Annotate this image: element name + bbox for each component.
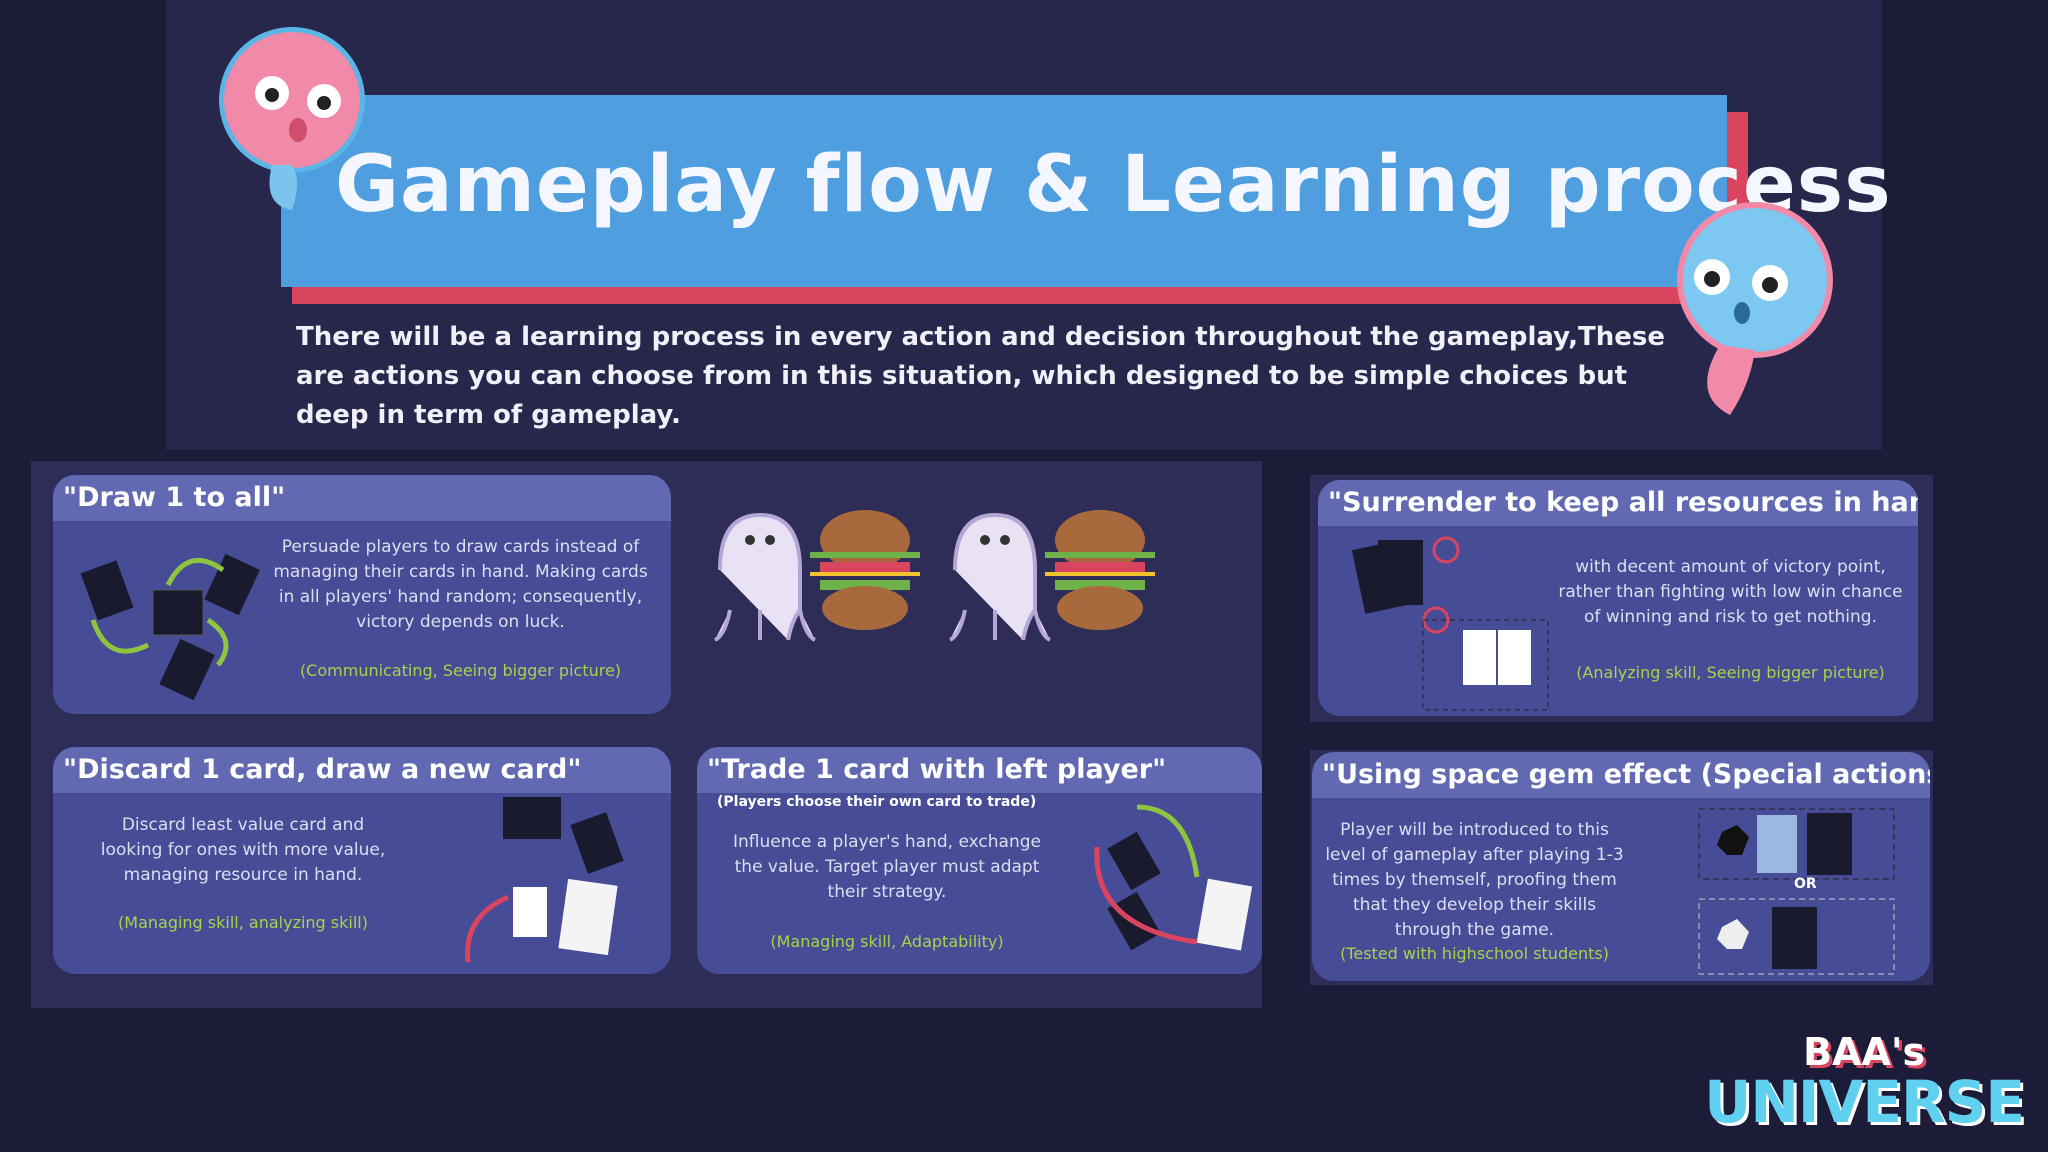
action-title: "Surrender to keep all resources in hand… bbox=[1318, 480, 1918, 526]
logo-line1: BAA's bbox=[1803, 1030, 1926, 1074]
action-subtitle: (Players choose their own card to trade) bbox=[717, 794, 1037, 810]
action-skills: (Managing skill, analyzing skill) bbox=[118, 913, 368, 932]
logo-line2: UNIVERSE bbox=[1704, 1068, 2025, 1136]
action-description: Persuade players to draw cards instead o… bbox=[273, 537, 648, 632]
baas-universe-logo: BAA's UNIVERSE bbox=[1704, 1030, 2025, 1136]
page-title: Gameplay flow & Learning process bbox=[335, 140, 1892, 230]
intro-paragraph: There will be a learning process in ever… bbox=[296, 322, 1665, 430]
pink-mascot-icon bbox=[219, 27, 365, 210]
trade-cards-illustration bbox=[1094, 804, 1253, 951]
title-banner bbox=[281, 95, 1727, 287]
action-card-draw-1-to-all: "Draw 1 to all" Persuade players to draw… bbox=[53, 475, 671, 714]
action-skills: (Analyzing skill, Seeing bigger picture) bbox=[1576, 663, 1885, 682]
action-description: Discard least value card and looking for… bbox=[100, 815, 386, 885]
action-title: "Trade 1 card with left player" bbox=[697, 747, 1262, 793]
blue-mascot-icon bbox=[1677, 202, 1833, 415]
discard-cards-illustration bbox=[465, 797, 624, 963]
action-skills: (Communicating, Seeing bigger picture) bbox=[299, 661, 622, 680]
action-title: "Using space gem effect (Special actions… bbox=[1312, 752, 1930, 798]
action-description: Influence a player's hand, exchange the … bbox=[733, 832, 1041, 902]
surrender-illustration bbox=[1351, 536, 1549, 711]
action-title: "Discard 1 card, draw a new card" bbox=[53, 747, 671, 793]
action-card-surrender: "Surrender to keep all resources in hand… bbox=[1318, 480, 1918, 716]
jellyfish-burger-illustration bbox=[713, 508, 1157, 642]
action-skills: (Managing skill, Adaptability) bbox=[770, 932, 1004, 951]
draw-cards-illustration bbox=[80, 553, 260, 701]
action-title: "Draw 1 to all" bbox=[53, 475, 671, 521]
action-card-space-gem: "Using space gem effect (Special actions… bbox=[1312, 752, 1930, 981]
space-gem-illustration bbox=[1698, 808, 1895, 975]
action-description: with decent amount of victory point, rat… bbox=[1558, 557, 1903, 627]
or-label: OR bbox=[1794, 876, 1817, 892]
action-description: Player will be introduced to this level … bbox=[1325, 820, 1624, 940]
action-card-trade: "Trade 1 card with left player" (Players… bbox=[697, 747, 1262, 974]
action-card-discard: "Discard 1 card, draw a new card" Discar… bbox=[53, 747, 671, 974]
action-skills: (Tested with highschool students) bbox=[1340, 944, 1609, 963]
